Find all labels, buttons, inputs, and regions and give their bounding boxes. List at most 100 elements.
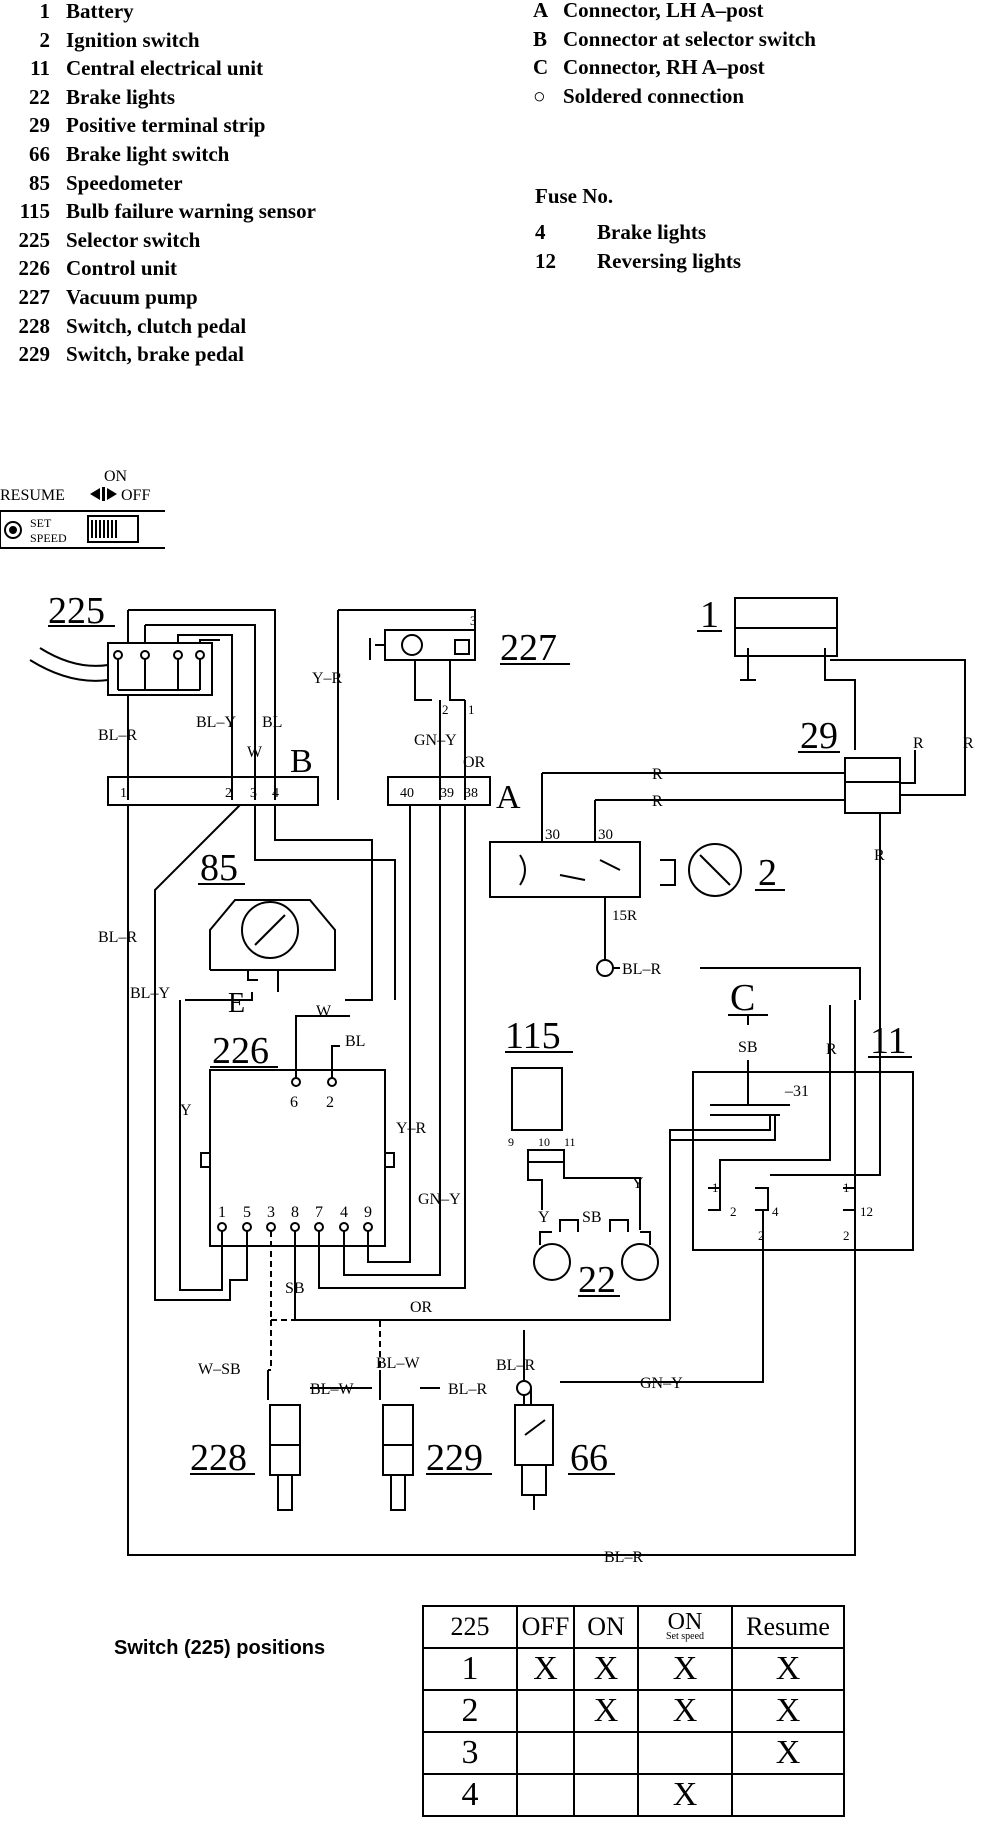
svg-text:4: 4 [772, 1204, 779, 1219]
switch-table-title: Switch (225) positions [114, 1637, 326, 1659]
svg-text:GN–Y: GN–Y [414, 732, 457, 749]
svg-text:BL–R: BL–R [604, 1549, 643, 1566]
table-header: OFF [516, 1605, 575, 1649]
svg-text:5: 5 [243, 1204, 251, 1221]
svg-text:2: 2 [225, 786, 232, 801]
svg-text:BL–R: BL–R [448, 1381, 487, 1398]
svg-text:227: 227 [500, 627, 557, 669]
svg-text:3: 3 [267, 1204, 275, 1221]
table-cell: 4 [422, 1773, 518, 1817]
connector-b: B 1 2 3 4 [107, 743, 319, 806]
table-cell: X [573, 1647, 639, 1691]
svg-text:2: 2 [442, 702, 449, 717]
table-cell [573, 1731, 639, 1775]
table-row: 1 X X X X [422, 1647, 845, 1691]
brake-light-switch-66: BL–R 66 [496, 1330, 615, 1510]
svg-text:R: R [874, 847, 885, 864]
svg-text:3: 3 [470, 613, 477, 628]
selector-switch-225: 225 [29, 590, 276, 800]
svg-text:OR: OR [463, 754, 486, 771]
svg-text:4: 4 [272, 786, 279, 801]
svg-text:11: 11 [870, 1020, 907, 1062]
table-cell: X [637, 1647, 733, 1691]
battery-1: 1 [697, 594, 966, 750]
table-cell: X [731, 1689, 845, 1733]
svg-text:OR: OR [410, 1299, 433, 1316]
table-cell [637, 1731, 733, 1775]
svg-text:W: W [316, 1003, 332, 1020]
svg-text:4: 4 [340, 1204, 348, 1221]
central-electrical-unit-11: 11 –31 1 2 4 2 1 12 2 [560, 980, 914, 1555]
svg-text:15R: 15R [612, 908, 637, 924]
svg-text:3: 3 [250, 786, 257, 801]
svg-text:BL–R: BL–R [496, 1357, 535, 1374]
svg-text:66: 66 [570, 1437, 608, 1479]
table-header: Resume [731, 1605, 845, 1649]
svg-text:SB: SB [738, 1039, 758, 1056]
svg-text:A: A [496, 779, 521, 816]
svg-text:2: 2 [843, 1228, 850, 1243]
svg-text:29: 29 [800, 715, 838, 757]
control-unit-226: 226 6 2 1 5 3 8 7 4 9 [127, 804, 856, 1556]
svg-text:39: 39 [440, 786, 454, 801]
table-cell: X [731, 1731, 845, 1775]
table-header-row: 225 OFF ON ON Set speed Resume [422, 1605, 845, 1649]
svg-text:R: R [826, 1041, 837, 1058]
table-cell [516, 1773, 575, 1817]
table-row: 2 X X X [422, 1689, 845, 1733]
svg-text:22: 22 [578, 1259, 616, 1301]
svg-text:8: 8 [291, 1204, 299, 1221]
svg-text:BL: BL [262, 714, 282, 731]
svg-text:1: 1 [120, 786, 127, 801]
table-cell: X [637, 1689, 733, 1733]
table-row: 4 X [422, 1773, 845, 1817]
svg-text:228: 228 [190, 1437, 247, 1479]
table-cell: 3 [422, 1731, 518, 1775]
table-header: ON Set speed [637, 1605, 733, 1649]
svg-text:R: R [913, 735, 924, 752]
svg-text:1: 1 [218, 1204, 226, 1221]
svg-text:B: B [290, 743, 313, 780]
svg-text:BL–Y: BL–Y [130, 985, 170, 1002]
speedometer-85: 85 E [185, 805, 396, 1019]
svg-text:GN–Y: GN–Y [640, 1375, 683, 1392]
svg-text:R: R [652, 766, 663, 783]
svg-text:Y–R: Y–R [312, 670, 343, 687]
table-cell [516, 1689, 575, 1733]
svg-text:38: 38 [464, 786, 478, 801]
svg-text:SB: SB [582, 1209, 602, 1226]
svg-text:W–SB: W–SB [198, 1361, 241, 1378]
svg-text:2: 2 [758, 852, 777, 894]
svg-text:SB: SB [285, 1280, 305, 1297]
svg-text:30: 30 [598, 827, 613, 843]
svg-text:Y: Y [538, 1209, 550, 1226]
svg-text:1: 1 [468, 702, 475, 717]
svg-text:Y: Y [632, 1175, 644, 1192]
svg-text:Y: Y [180, 1102, 192, 1119]
svg-text:2: 2 [730, 1204, 737, 1219]
svg-text:ON: ON [104, 468, 128, 485]
clutch-switch-228: 228 [190, 1370, 301, 1511]
svg-text:10: 10 [538, 1135, 550, 1149]
svg-text:11: 11 [564, 1135, 576, 1149]
svg-text:GN–Y: GN–Y [418, 1191, 461, 1208]
svg-text:BL–R: BL–R [98, 929, 137, 946]
connector-a: A 40 39 38 [387, 776, 521, 816]
svg-text:2: 2 [758, 1228, 765, 1243]
table-cell: X [637, 1773, 733, 1817]
